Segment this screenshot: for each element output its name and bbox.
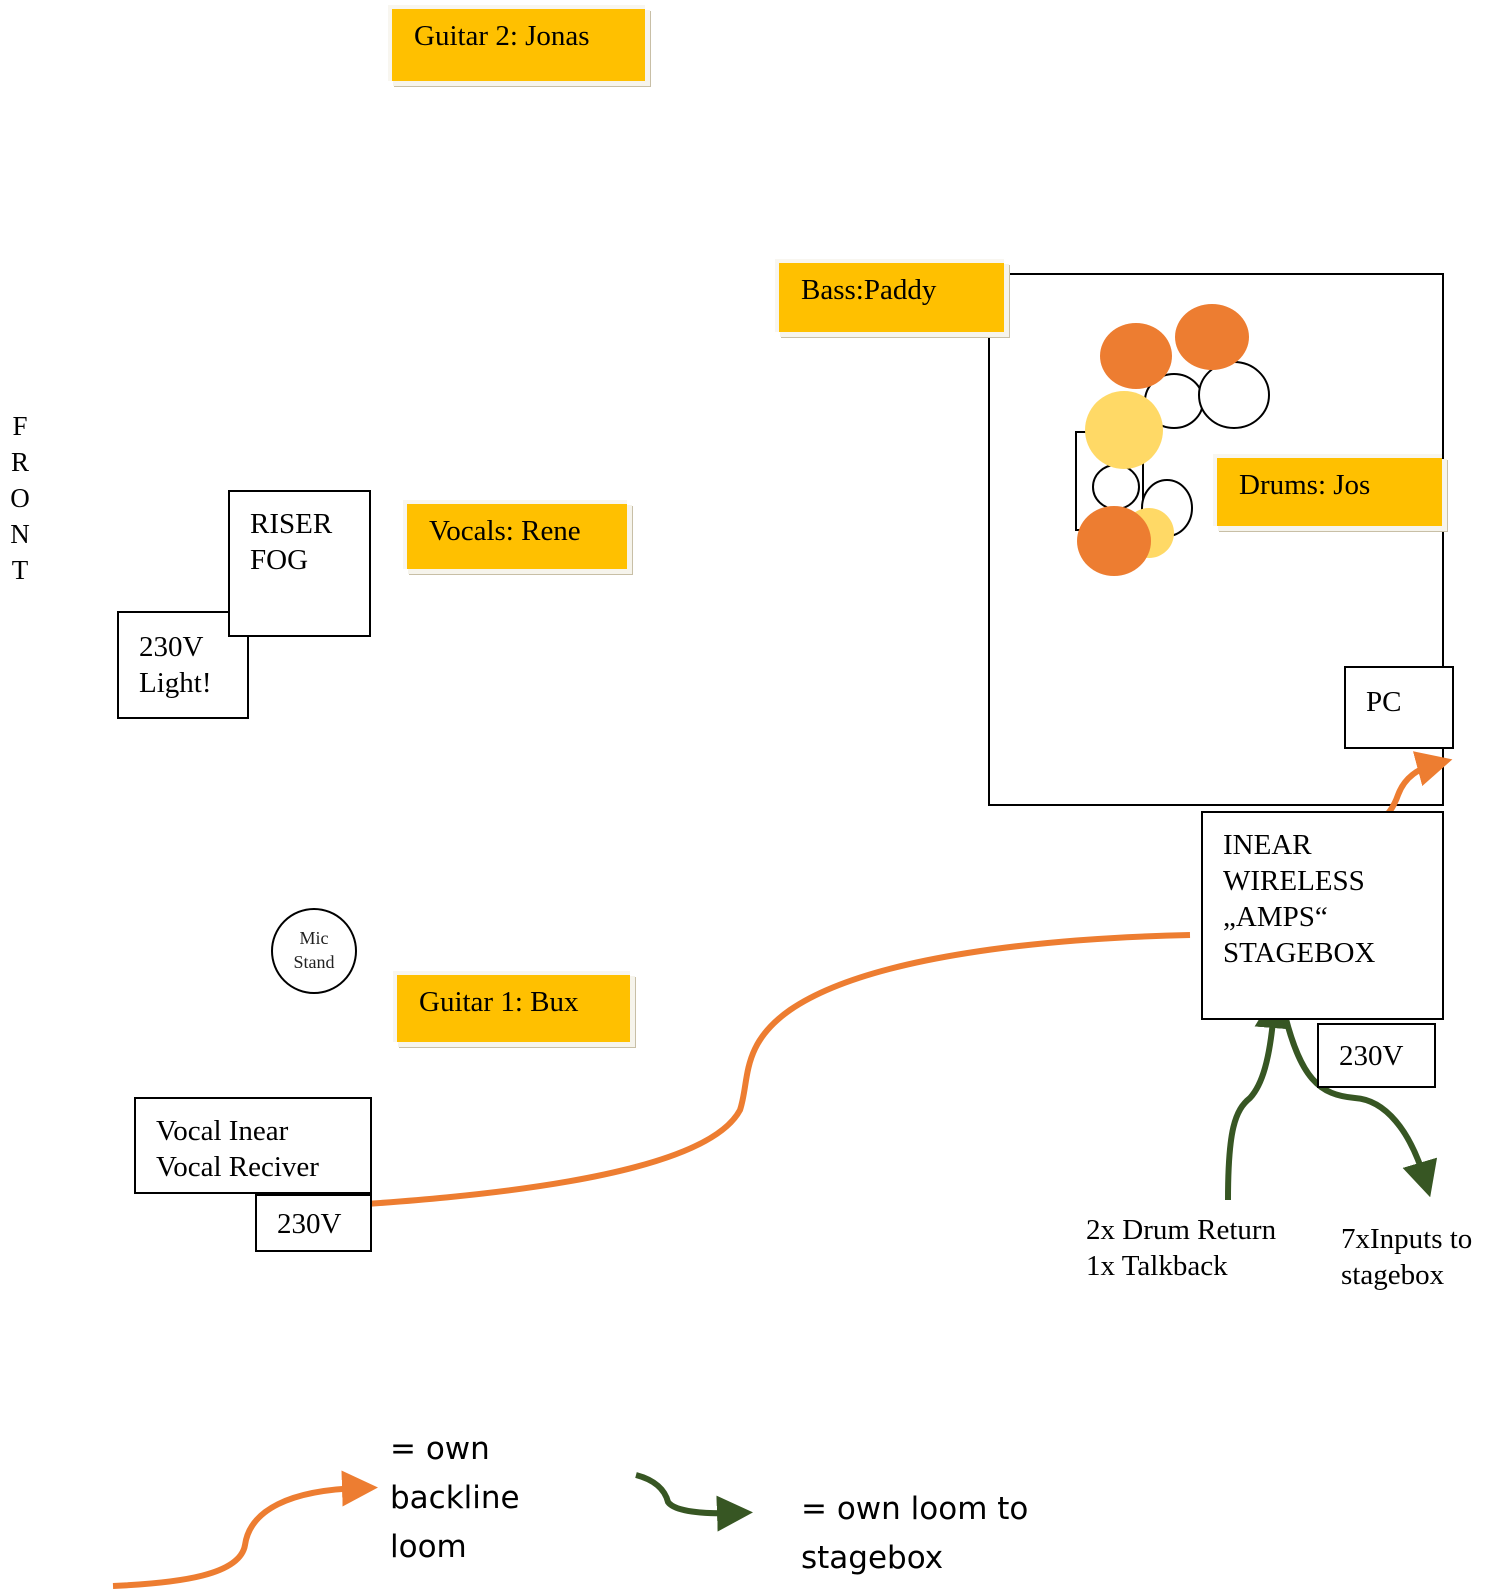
drum-riser [988, 273, 1444, 806]
riser-fog-box: RISER FOG [228, 490, 371, 637]
front-letter: T [11, 555, 29, 585]
legend-orange-arrow [112, 1470, 378, 1589]
light-power-box: 230V Light! [117, 611, 249, 719]
pc-box: PC [1344, 666, 1454, 749]
legend-stagebox-loom: = own loom to stagebox [801, 1491, 1029, 1576]
musician-label-drums: Drums: Jos [1213, 454, 1442, 526]
mic-stand-label: Mic Stand [293, 928, 335, 972]
cymbal-ride [1175, 304, 1249, 370]
front-letter: R [10, 447, 29, 477]
musician-label-guitar1: Guitar 1: Bux [393, 971, 630, 1042]
floor-tom-drum [1198, 361, 1270, 429]
stagebox-loom-arrow-out [1280, 1006, 1438, 1198]
cymbal-crash [1100, 323, 1172, 389]
inputs-note: 7xInputs to stagebox [1341, 1223, 1473, 1291]
cymbal-hihat [1085, 391, 1163, 469]
backline-loom-arrow [307, 932, 1191, 1224]
front-letter: N [10, 519, 30, 549]
musician-label-guitar2: Guitar 2: Jonas [388, 5, 645, 81]
front-letter: F [12, 411, 28, 441]
stagebox-power-box: 230V [1317, 1023, 1436, 1088]
drum-return-note: 2x Drum Return 1x Talkback [1086, 1214, 1277, 1282]
snare-drum [1092, 464, 1140, 510]
legend-green-arrow [635, 1472, 753, 1532]
front-label: F R O N T [8, 408, 32, 588]
legend-backline-loom: = own backline loom [390, 1431, 520, 1565]
vocal-power-box: 230V [255, 1194, 372, 1252]
stagebox-loom-arrow-in [1225, 992, 1291, 1201]
musician-label-bass: Bass:Paddy [775, 259, 1004, 332]
inear-stagebox-box: INEAR WIRELESS „AMPS“ STAGEBOX [1201, 811, 1444, 1020]
musician-label-vocals: Vocals: Rene [403, 500, 627, 569]
front-letter: O [10, 483, 30, 513]
cymbal-china [1077, 506, 1151, 576]
vocal-inear-box: Vocal Inear Vocal Reciver [134, 1097, 372, 1194]
drum-kit [1075, 304, 1270, 576]
mic-stand: Mic Stand [271, 908, 357, 994]
